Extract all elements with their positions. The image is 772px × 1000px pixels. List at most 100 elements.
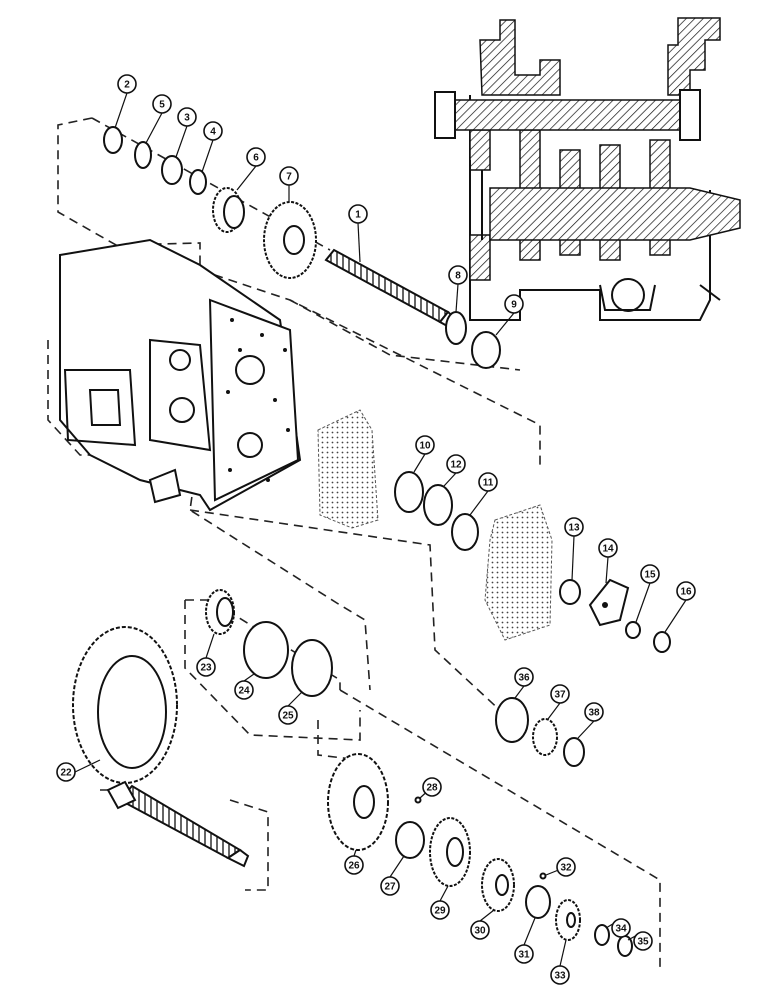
callout-circle <box>234 680 254 700</box>
callout-number: 37 <box>554 690 566 701</box>
callout-circle <box>584 702 604 722</box>
bearing-cup-12 <box>423 484 453 526</box>
callout-14: 14 <box>598 538 618 558</box>
bearing-cone-23 <box>205 589 235 635</box>
callout-12: 12 <box>446 454 466 474</box>
callout-number: 34 <box>615 924 627 935</box>
transmission-housing <box>59 238 302 512</box>
bearing-cup-3 <box>161 155 183 185</box>
callout-number: 29 <box>434 906 446 917</box>
callout-number: 10 <box>419 441 431 452</box>
callout-number: 30 <box>474 926 486 937</box>
callout-number: 23 <box>200 663 212 674</box>
callout-number: 4 <box>210 127 216 138</box>
callout-34: 34 <box>611 918 631 938</box>
callout-circle <box>344 855 364 875</box>
callout-number: 1 <box>355 210 361 221</box>
input-shaft <box>324 248 464 334</box>
callout-circle <box>478 472 498 492</box>
callout-circle <box>117 74 137 94</box>
ring-gear-and-pinion-22 <box>72 626 250 868</box>
o-ring-10 <box>394 471 424 513</box>
bearing-38 <box>563 737 585 767</box>
shim-25 <box>291 639 333 697</box>
retaining-ring-5 <box>134 141 152 169</box>
callout-10: 10 <box>415 435 435 455</box>
gear-7 <box>263 201 317 279</box>
callout-3: 3 <box>177 107 197 127</box>
bearing-cone-8 <box>445 311 467 345</box>
callout-number: 16 <box>680 587 692 598</box>
callout-number: 9 <box>511 300 517 311</box>
callout-number: 7 <box>286 172 292 183</box>
bearing-cone-37 <box>532 718 558 756</box>
gear-30 <box>481 858 515 912</box>
callout-number: 15 <box>644 570 656 581</box>
callout-circle <box>611 918 631 938</box>
bearing-cup-36 <box>495 697 529 743</box>
transmission-cross-section <box>434 17 741 321</box>
callout-circle <box>514 944 534 964</box>
gear-26 <box>327 753 389 851</box>
callout-33: 33 <box>550 965 570 985</box>
callout-circle <box>430 900 450 920</box>
callout-number: 24 <box>238 686 250 697</box>
callout-30: 30 <box>470 920 490 940</box>
snap-ring-2 <box>103 126 123 154</box>
callout-number: 11 <box>483 478 494 489</box>
callout-27: 27 <box>380 876 400 896</box>
callout-number: 25 <box>282 711 294 722</box>
callout-29: 29 <box>430 900 450 920</box>
spacer-13 <box>559 579 581 605</box>
callout-13: 13 <box>564 517 584 537</box>
bearing-cup-9 <box>471 331 501 369</box>
callout-circle <box>556 857 576 877</box>
leader-lines <box>74 92 687 967</box>
bearing-cone-4 <box>189 169 207 195</box>
callout-32: 32 <box>556 857 576 877</box>
callout-circle <box>152 94 172 114</box>
cover-plate <box>484 504 553 641</box>
callout-9: 9 <box>504 294 524 314</box>
callout-23: 23 <box>196 657 216 677</box>
callout-number: 2 <box>124 80 130 91</box>
callout-number: 28 <box>426 783 438 794</box>
callout-4: 4 <box>203 121 223 141</box>
callout-16: 16 <box>676 581 696 601</box>
callout-15: 15 <box>640 564 660 584</box>
sleeve-27 <box>395 821 425 859</box>
assembly-guide-lines <box>47 117 661 970</box>
callout-number: 6 <box>253 153 259 164</box>
cluster-gear-6 <box>212 187 245 233</box>
callout-8: 8 <box>448 265 468 285</box>
callout-circle <box>470 920 490 940</box>
callout-circle <box>504 294 524 314</box>
callout-circle <box>380 876 400 896</box>
bearing-cup-24 <box>243 621 289 679</box>
callout-1: 1 <box>348 204 368 224</box>
callout-circle <box>550 684 570 704</box>
sleeve-31 <box>525 885 551 919</box>
callout-number: 31 <box>518 950 530 961</box>
gasket <box>317 409 379 529</box>
callout-37: 37 <box>550 684 570 704</box>
callout-circle <box>422 777 442 797</box>
callout-number: 5 <box>159 100 165 111</box>
callout-circle <box>278 705 298 725</box>
callout-number: 12 <box>450 460 462 471</box>
callout-number: 38 <box>588 708 600 719</box>
callout-number: 27 <box>384 882 396 893</box>
callout-circle <box>415 435 435 455</box>
washer-15 <box>625 621 641 639</box>
callout-number: 14 <box>602 544 614 555</box>
callout-number: 36 <box>518 673 530 684</box>
callout-circle <box>448 265 468 285</box>
bearing-cone-11 <box>451 513 479 551</box>
callout-2: 2 <box>117 74 137 94</box>
callout-22: 22 <box>56 762 76 782</box>
callout-number: 3 <box>184 113 190 124</box>
callout-25: 25 <box>278 705 298 725</box>
callout-circle <box>196 657 216 677</box>
callout-number: 32 <box>560 863 572 874</box>
